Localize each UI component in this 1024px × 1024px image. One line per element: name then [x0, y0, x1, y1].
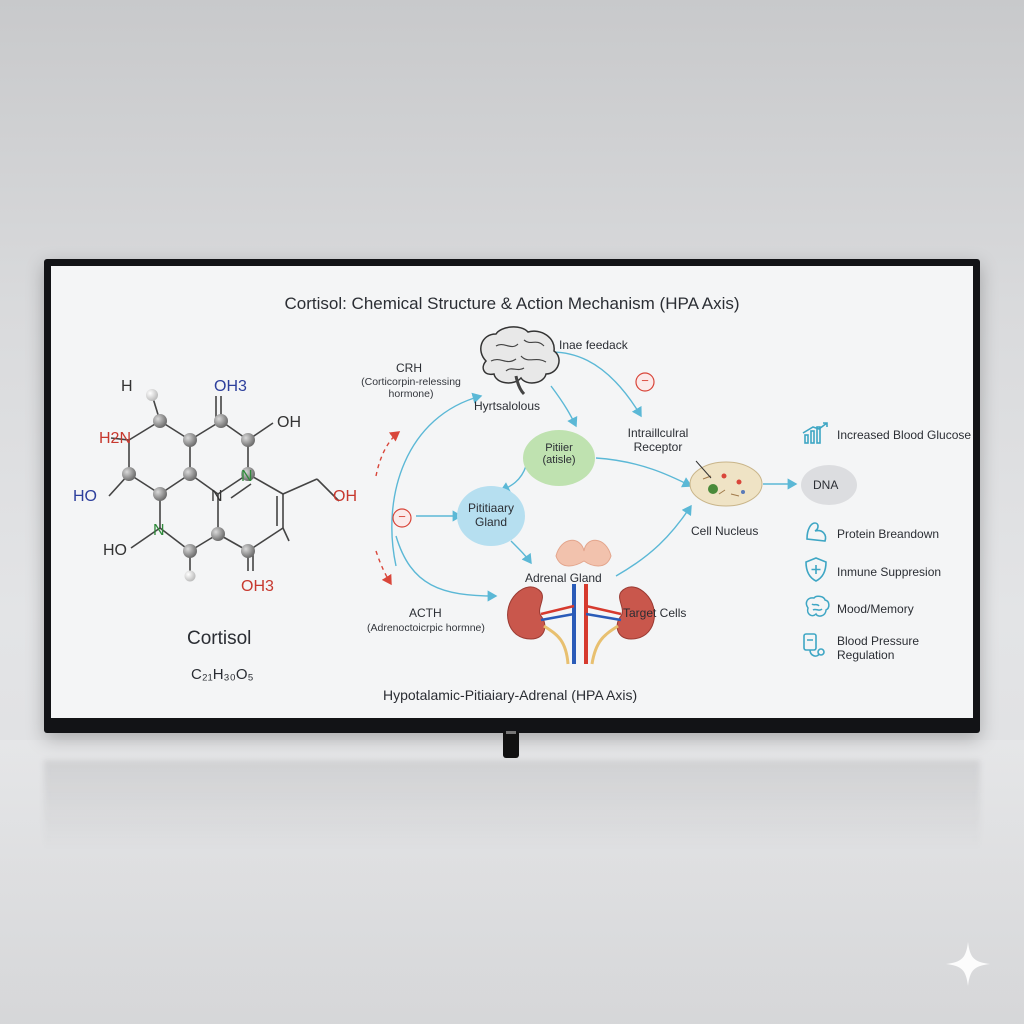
sparkle-icon [946, 942, 990, 986]
minus-sign-left: − [398, 509, 406, 524]
atom-n-center-right: N [241, 468, 253, 485]
atom-oh-chain: OH [333, 488, 357, 505]
atom-n-lower: N [153, 522, 165, 539]
molecule-name: Cortisol [187, 628, 252, 649]
effect-label-mood: Mood/Memory [837, 602, 914, 616]
atom-ho-left: HO [73, 488, 97, 505]
effect-label-bp: Blood Pressure Regulation [837, 634, 920, 662]
atom-oh3-top: OH3 [214, 378, 247, 395]
minus-sign-feedback: − [641, 373, 649, 388]
dna-bubble [801, 465, 857, 505]
atom-oh-right: OH [277, 414, 301, 431]
feedback-label: Inae feedack [559, 338, 628, 352]
crh-label: CRH [396, 361, 422, 375]
page-title: Cortisol: Chemical Structure & Action Me… [284, 294, 740, 313]
hpa-arrows [391, 351, 798, 602]
acth-full: (Adrenoctoicrpic hormne) [367, 622, 485, 634]
monitor-reflection [44, 760, 980, 850]
kidneys-icon [507, 584, 655, 665]
adrenal-gland-icon [555, 539, 612, 567]
crh-full: (Corticorpin-relessing hormone) [361, 376, 461, 400]
muscle-icon [806, 522, 827, 542]
pituitary-center-bubble [523, 430, 595, 486]
blood-pressure-icon [803, 633, 825, 657]
hypothalamus-label: Hyrtsalolous [474, 399, 541, 413]
atom-oh3-bottom: OH3 [241, 578, 274, 595]
chart-up-icon [802, 422, 828, 444]
brain-icon [480, 326, 560, 396]
diagram-canvas [108, 326, 857, 665]
effect-label-glucose: Increased Blood Glucose [837, 428, 972, 442]
axis-caption: Hypotalamic-Pitiaiary-Adrenal (HPA Axis) [383, 687, 638, 703]
pituitary-gland-label: Pititiaary Gland [467, 501, 514, 529]
nucleus-label: Cell Nucleus [691, 524, 759, 538]
atom-h-top: H [121, 378, 133, 395]
feedback-arrows [375, 431, 401, 586]
atom-ho-lower: HO [103, 542, 127, 559]
monitor-logo [506, 731, 516, 734]
pituitary-center-label: Pitiier (atisle) [542, 442, 576, 466]
brain-small-icon [805, 595, 830, 617]
screen: Cortisol: Chemical Structure & Action Me… [51, 266, 973, 718]
minus-circle-feedback [635, 372, 655, 392]
monitor-bezel: Cortisol: Chemical Structure & Action Me… [44, 259, 980, 733]
pituitary-gland-bubble [457, 486, 525, 546]
cell-nucleus-icon [689, 461, 763, 507]
receptor-pointer [695, 460, 712, 479]
desk-surface [0, 740, 1024, 1024]
dna-label: DNA [813, 478, 839, 492]
adrenal-label: Adrenal Gland [525, 571, 602, 585]
molecule-formula: C₂₁H₃₀O₅ [191, 666, 254, 683]
receptor-label: Intraillculral Receptor [627, 426, 689, 454]
monitor-stand [503, 732, 519, 758]
effect-label-immune: Inmune Suppresion [837, 565, 942, 579]
molecule-atoms [122, 389, 255, 582]
atom-h2n: H2N [99, 430, 132, 447]
shield-plus-icon [805, 557, 827, 582]
atom-n-center: N [211, 488, 223, 505]
minus-circle-left [392, 508, 412, 528]
acth-label: ACTH [409, 606, 442, 620]
target-cells-label: Target Cells [623, 606, 687, 620]
effect-label-protein: Protein Breandown [837, 527, 940, 541]
